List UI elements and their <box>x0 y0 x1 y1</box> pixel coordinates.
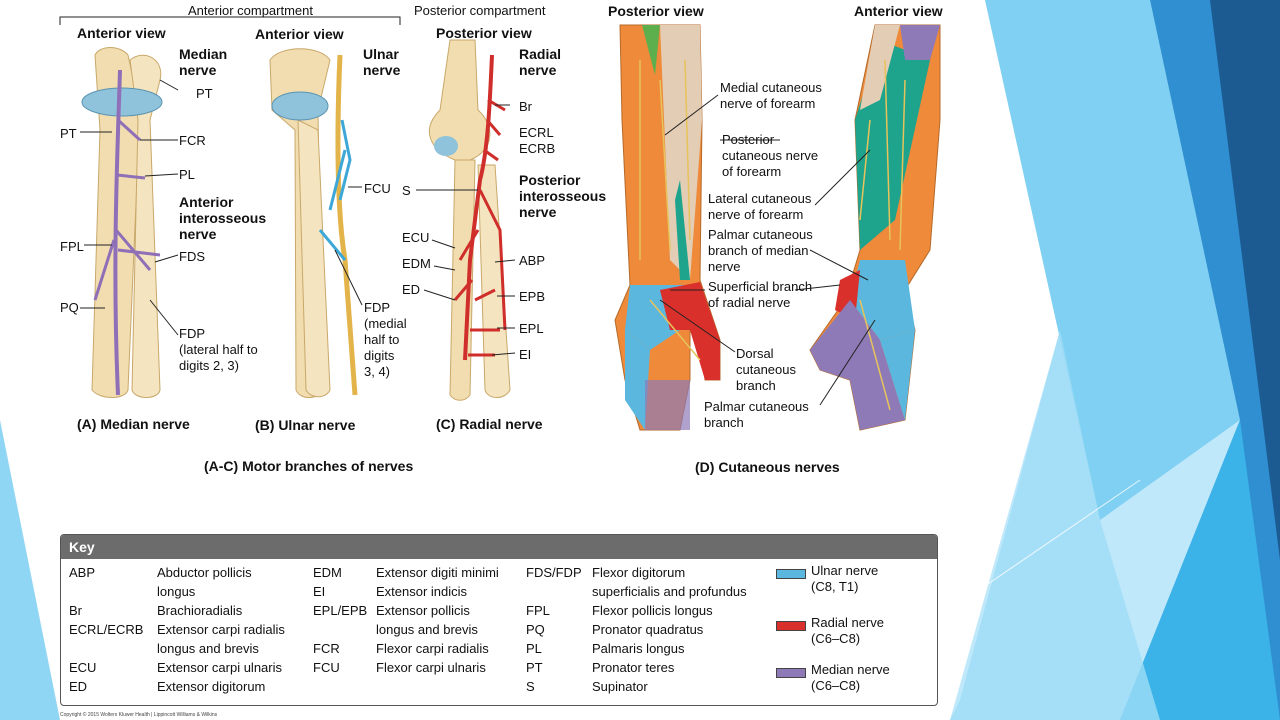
copyright-text: Copyright © 2015 Wolters Kluwer Health |… <box>60 712 218 718</box>
ulnar-nerve-swatch <box>776 569 806 579</box>
key-title: Key <box>69 539 95 555</box>
panel-c-label-s: S <box>402 183 411 198</box>
ulnar-nerve-legend-label: Ulnar nerve (C8, T1) <box>811 563 879 594</box>
panel-b-bones <box>269 48 358 398</box>
radial-nerve-legend-label: Radial nerve (C6–C8) <box>811 615 884 646</box>
panel-b-view-label: Anterior view <box>255 26 344 42</box>
panel-a-caption: (A) Median nerve <box>77 416 190 432</box>
panel-b-caption: (B) Ulnar nerve <box>255 417 356 433</box>
panel-a-label-fcr: FCR <box>179 133 206 148</box>
key-col2-descriptions: Extensor digiti minimi Extensor indicis … <box>376 565 499 675</box>
panel-c-bones <box>428 39 511 401</box>
panel-c-label-br: Br <box>519 99 532 114</box>
dorsal-cutaneous-branch-label: Dorsal cutaneous branch <box>736 346 796 393</box>
anterior-compartment-header: Anterior compartment <box>188 3 313 18</box>
key-col3-descriptions: Flexor digitorum superficialis and profu… <box>592 565 747 694</box>
panel-c-label-epb: EPB <box>519 289 546 304</box>
ulnar-nerve-label: Ulnar nerve <box>363 46 401 78</box>
panel-b-label-fcu: FCU <box>364 181 391 196</box>
motor-branches-caption: (A-C) Motor branches of nerves <box>204 458 414 474</box>
panel-c-label-ecrb: ECRB <box>519 141 556 156</box>
posterior-compartment-header: Posterior compartment <box>414 3 546 18</box>
panel-a-bones <box>81 47 163 398</box>
panel-c-label-ei: EI <box>519 347 532 362</box>
radial-nerve-label: Radial nerve <box>519 46 562 78</box>
panel-a-label-pt-right: PT <box>196 86 213 101</box>
panel-a-label-fdp: FDP (lateral half to digits 2, 3) <box>179 326 258 373</box>
radial-nerve-swatch <box>776 621 806 631</box>
panel-c-caption: (C) Radial nerve <box>436 416 543 432</box>
key-header: Key <box>61 535 937 559</box>
key-col2-abbreviations: EDM EI EPL/EPB FCR FCU <box>313 565 368 675</box>
right-decoration <box>949 0 1280 720</box>
panel-a-label-fpl: FPL <box>60 239 84 254</box>
panel-d-posterior-arm <box>614 24 721 431</box>
panel-c-label-ed: ED <box>402 282 421 297</box>
panel-c-label-epl: EPL <box>519 321 544 336</box>
leader-lines <box>80 79 876 406</box>
median-nerve-swatch <box>776 668 806 678</box>
palmar-cutaneous-branch-label: Palmar cutaneous branch <box>704 399 809 430</box>
anterior-compartment-bracket <box>59 16 401 25</box>
median-nerve-legend-label: Median nerve (C6–C8) <box>811 662 890 693</box>
panel-c-label-ecrl: ECRL <box>519 125 554 140</box>
panel-c-label-edm: EDM <box>402 256 431 271</box>
key-col1-descriptions: Abductor pollicis longus Brachioradialis… <box>157 565 285 694</box>
superficial-radial-branch-label: Superficial branch of radial nerve <box>708 279 813 310</box>
medial-cutaneous-nerve-label: Medial cutaneous nerve of forearm <box>720 80 822 111</box>
panel-d-anterior-arm <box>809 24 941 431</box>
panel-b-label-fdp: FDP (medial half to digits 3, 4) <box>364 300 407 379</box>
anterior-interosseous-nerve-label: Anterior interosseous nerve <box>179 194 267 242</box>
panel-a-view-label: Anterior view <box>77 25 166 41</box>
key-col3-abbreviations: FDS/FDP FPL PQ PL PT S <box>526 565 582 694</box>
panel-a-label-pq: PQ <box>60 300 79 315</box>
posterior-cutaneous-nerve-label: Posterior cutaneous nerve of forearm <box>722 132 819 179</box>
lateral-cutaneous-nerve-label: Lateral cutaneous nerve of forearm <box>708 191 812 222</box>
panel-c-label-abp: ABP <box>519 253 546 268</box>
panel-a-label-pt-left: PT <box>60 126 77 141</box>
panel-d-posterior-view-label: Posterior view <box>608 3 704 19</box>
panel-a-label-pl: PL <box>179 167 195 182</box>
key-col1-abbreviations: ABP Br ECRL/ECRB ECU ED <box>69 565 144 694</box>
panel-c-view-label: Posterior view <box>436 25 532 41</box>
median-nerve-label: Median nerve <box>179 46 228 78</box>
posterior-interosseous-nerve-label: Posterior interosseous nerve <box>519 172 607 220</box>
key-box: Key ABP Br ECRL/ECRB ECU ED Abductor pol… <box>60 534 938 706</box>
panel-d-caption: (D) Cutaneous nerves <box>695 459 840 475</box>
left-corner-accent <box>0 420 60 720</box>
palmar-cutaneous-median-label: Palmar cutaneous branch of median nerve <box>708 227 813 274</box>
panel-c-label-ecu: ECU <box>402 230 430 245</box>
panel-a-label-fds: FDS <box>179 249 205 264</box>
panel-d-anterior-view-label: Anterior view <box>854 3 943 19</box>
